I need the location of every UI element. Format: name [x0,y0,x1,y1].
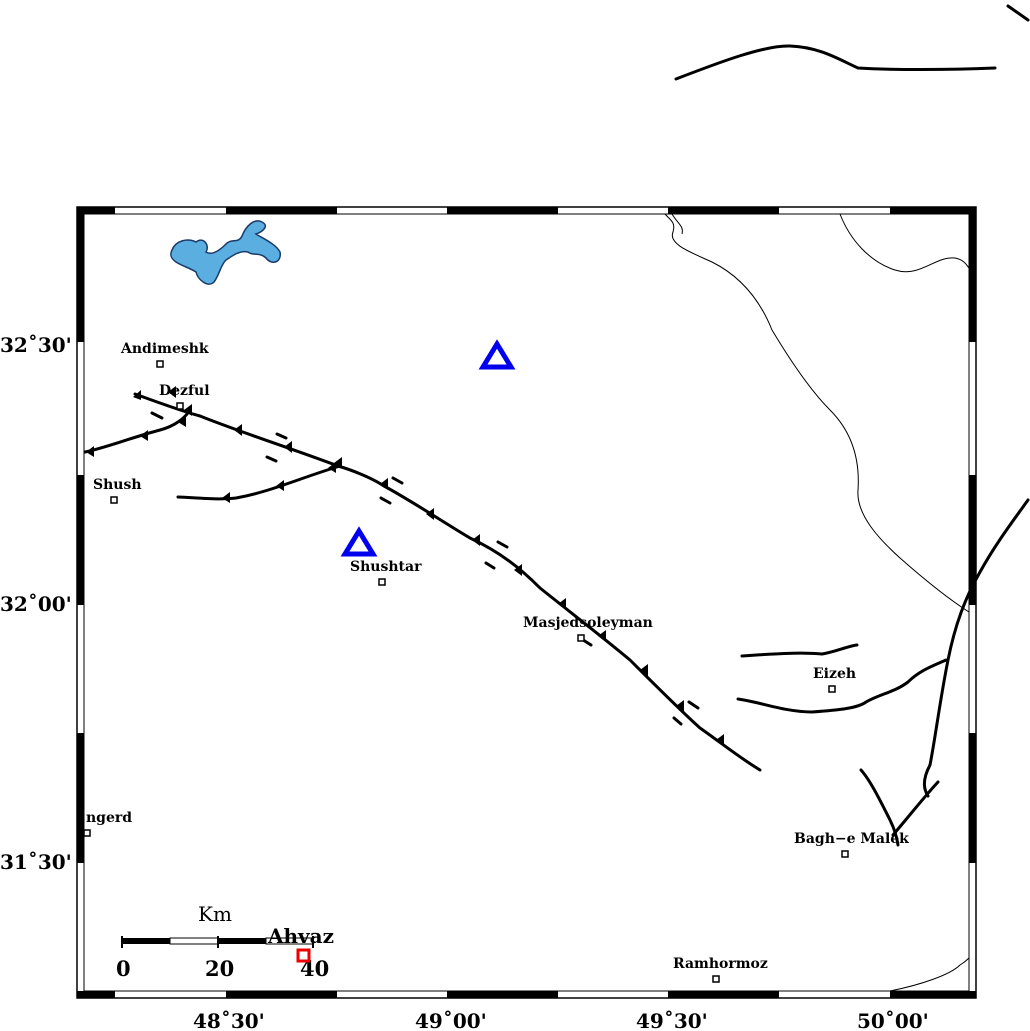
boundary-line-southeast [889,957,970,992]
city-bagh-e-malek: Bagh−e Malek [794,831,909,858]
lon-label: 49˚30' [636,1009,708,1031]
svg-text:Andimeshk: Andimeshk [120,341,209,357]
svg-text:Km: Km [198,902,232,926]
svg-text:ngerd: ngerd [86,810,132,826]
fault-line-eizeh-north [740,643,859,658]
map-frame [76,206,977,999]
city-masjedsoleyman: Masjedsoleyman [523,615,653,642]
thrust-fault-main [133,386,762,772]
svg-text:Shush: Shush [93,477,142,493]
city-ngerd: ngerd [83,810,132,837]
thrust-fault-dezful [83,408,192,457]
boundary-line-east-2 [671,213,683,235]
svg-text:Dezful: Dezful [159,383,210,399]
city-shush: Shush [93,477,142,504]
fault-line-bagh-e-malek-2 [891,780,940,837]
fault-line-northeast-corner [1006,4,1030,22]
city-ahvaz: Ahvaz [267,924,334,963]
scale-bar: Km 0 20 40 [116,902,329,981]
lon-label: 48˚30' [193,1009,265,1031]
fault-line-zagros-east [923,498,1030,798]
svg-text:20: 20 [205,956,234,981]
svg-text:Masjedsoleyman: Masjedsoleyman [523,615,653,631]
boundary-line-east [664,213,970,613]
thrust-fault-shush [176,462,342,503]
city-eizeh: Eizeh [813,666,856,693]
fault-line-bagh-e-malek [859,768,900,847]
city-andimeshk: Andimeshk [120,341,209,368]
lon-label: 49˚00' [415,1009,487,1031]
lat-label: 32˚00' [0,592,72,616]
svg-text:Ramhormoz: Ramhormoz [673,956,768,972]
fault-line-north [674,44,997,81]
svg-text:Bagh−e Malek: Bagh−e Malek [794,831,909,847]
lon-label: 50˚00' [857,1009,929,1031]
fault-line-eizeh-south [736,658,948,714]
city-dezful: Dezful [159,383,210,410]
lat-label: 32˚30' [0,333,72,357]
svg-text:Ahvaz: Ahvaz [267,924,334,948]
svg-text:Eizeh: Eizeh [813,666,856,682]
seismic-station-triangle-icon [340,526,378,557]
svg-text:0: 0 [116,956,131,981]
city-shushtar: Shushtar [350,559,422,586]
lat-label: 31˚30' [0,850,72,874]
boundary-line-northeast [839,213,970,273]
seismic-station-triangle-icon [478,339,516,370]
svg-text:Shushtar: Shushtar [350,559,422,575]
lake [170,220,281,285]
longitude-labels: 48˚30' 49˚00' 49˚30' 50˚00' [193,1009,929,1031]
latitude-labels: 32˚30' 32˚00' 31˚30' [0,333,72,874]
city-ramhormoz: Ramhormoz [673,956,768,983]
square-marker-icon [296,948,311,963]
